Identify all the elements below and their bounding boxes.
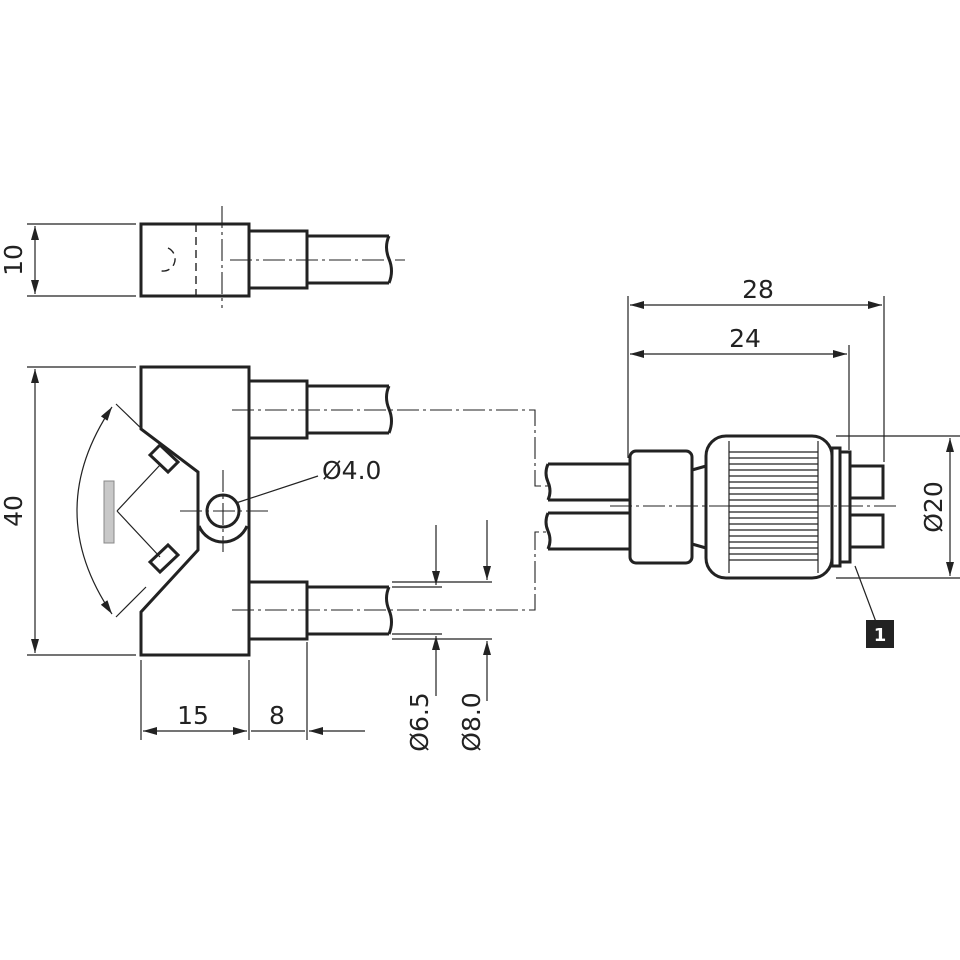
dim-28-label: 28: [742, 275, 774, 304]
top-view-hidden-hole: [157, 247, 176, 272]
dim-40-label: 40: [0, 495, 28, 527]
dim-fiber-extension: [392, 581, 492, 640]
dim-6-5-label: Ø6.5: [405, 692, 434, 751]
callout-label: 1: [874, 625, 887, 646]
lower-fiber-route: [232, 531, 548, 611]
front-view: 40 Ø4.0 15 8 Ø6.5 Ø8.0: [0, 365, 548, 752]
dim-24-label: 24: [729, 324, 761, 353]
connector-fiber-upper-break: [544, 463, 552, 501]
dim-20-extension: [836, 435, 960, 579]
lens-element: [103, 480, 115, 544]
dim-20-label: Ø20: [919, 481, 948, 533]
dim-10-extension: [27, 223, 136, 297]
knurl-lines: [728, 441, 819, 573]
top-view-fiber-break: [385, 235, 393, 284]
connector-fiber-upper: [548, 462, 630, 502]
connector-fiber-lower-break: [544, 512, 552, 550]
upper-fiber-break: [385, 385, 393, 434]
top-view: 10: [0, 206, 405, 308]
notch-plate-lower: [147, 542, 181, 575]
dim-40-extension: [27, 366, 136, 656]
dim-10-label: 10: [0, 244, 28, 276]
upper-fiber-route: [232, 409, 548, 487]
connector-fiber-lower: [548, 511, 630, 551]
notch-plate-upper: [147, 442, 181, 475]
connector-pin-lower: [848, 513, 885, 549]
dim-15-8-extension: [140, 642, 308, 740]
lower-fiber: [307, 585, 389, 636]
dim-hole-leader: [235, 475, 319, 504]
swivel-arc: [76, 406, 113, 615]
connector-view: 28 24 Ø20 1: [544, 275, 960, 648]
knurled-nut: [704, 434, 834, 580]
connector-boot: [628, 449, 694, 565]
beam-lines: [116, 464, 161, 558]
dim-15-label: 15: [177, 701, 209, 730]
hole-centerlines: [180, 470, 268, 552]
dim-28-extension: [627, 296, 885, 462]
connector-pin-upper: [848, 464, 885, 500]
dim-8-label: 8: [269, 701, 285, 730]
top-view-fiber: [307, 234, 389, 285]
connector-seal: [838, 450, 852, 564]
dim-hole-label: Ø4.0: [322, 456, 381, 485]
swivel-arc-limits: [115, 403, 147, 618]
lower-fiber-break: [385, 586, 393, 635]
callout-box: [866, 620, 894, 648]
dim-8-0-label: Ø8.0: [457, 692, 486, 751]
callout-leader: [854, 565, 877, 623]
connector-neck: [691, 464, 708, 550]
upper-fiber: [307, 384, 389, 435]
